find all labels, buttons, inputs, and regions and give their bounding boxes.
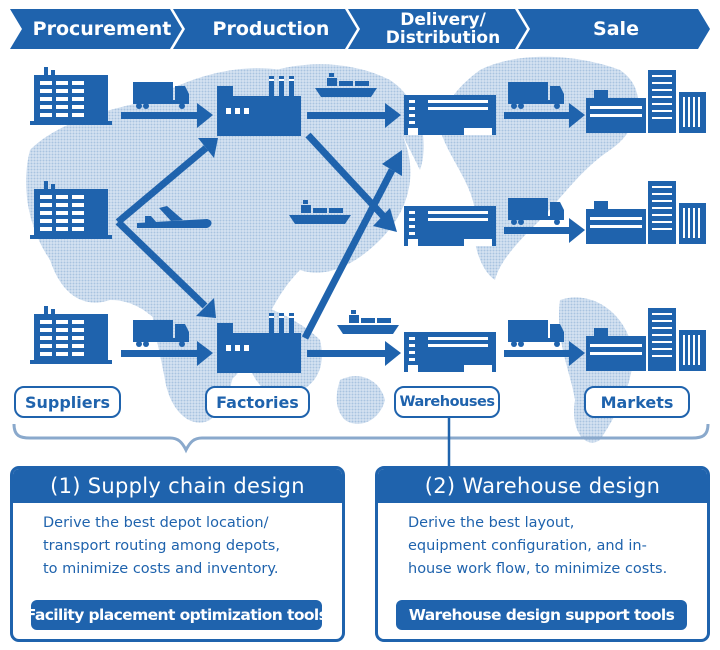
arrow-right-icon (307, 341, 401, 366)
panel-warehouse-design: (2) Warehouse design Derive the best lay… (375, 466, 710, 642)
factory-icon (217, 76, 301, 136)
panel-description: Derive the best layout, equipment config… (378, 503, 707, 581)
panel-description-line: equipment configuration, and in- (408, 538, 647, 554)
node-label-markets: Markets (584, 386, 690, 418)
stage-delivery-distribution: Delivery/ Distribution (360, 9, 526, 49)
truck-icon (508, 320, 564, 347)
stage-delivery-line2: Distribution (385, 28, 501, 48)
arrow-right-icon (504, 341, 585, 366)
panel-title: (1) Supply chain design (13, 469, 342, 503)
scope-brace (12, 423, 710, 454)
truck-icon (508, 198, 564, 225)
ship-icon (315, 73, 377, 97)
market-buildings-icon (586, 308, 706, 371)
panel-supply-chain-design: (1) Supply chain design Derive the best … (10, 466, 345, 642)
flow-arrows (115, 103, 585, 366)
airplane-icon (137, 206, 212, 228)
arrow-diagonal-up (115, 145, 209, 225)
arrow-right-icon (504, 218, 585, 243)
arrow-right-icon (504, 103, 585, 128)
truck-icon (508, 82, 564, 109)
warehouse-icon (404, 206, 496, 246)
stage-production: Production (212, 18, 330, 40)
panel-description-line: transport routing among depots, (43, 538, 280, 554)
arrow-right-icon (121, 103, 213, 128)
stage-sale-chevron (518, 9, 710, 49)
stage-production-chevron (173, 9, 357, 49)
supplier-building-icon (30, 306, 112, 364)
stage-delivery-chevron (348, 9, 527, 49)
ship-icon (289, 200, 351, 224)
node-label-factories: Factories (205, 386, 310, 418)
market-buildings-icon (586, 70, 706, 133)
panel-title: (2) Warehouse design (378, 469, 707, 503)
ship-icon (337, 310, 399, 334)
stage-procurement: Procurement (32, 18, 172, 40)
warehouse-icon (404, 332, 496, 372)
node-label-suppliers: Suppliers (14, 386, 121, 418)
stage-procurement-chevron (10, 9, 182, 49)
arrow-diagonal-down (115, 219, 208, 309)
factory-icon (217, 313, 301, 373)
warehouse-design-tools-button[interactable]: Warehouse design support tools (396, 600, 687, 630)
market-buildings-icon (586, 181, 706, 244)
stage-delivery-line1: Delivery/ (400, 10, 486, 30)
panel-description-line: Derive the best layout, (408, 515, 575, 531)
supplier-building-icon (30, 67, 112, 125)
supplier-building-icon (30, 181, 112, 239)
arrow-right-icon (121, 341, 213, 366)
panel-description: Derive the best depot location/ transpor… (13, 503, 342, 581)
stage-chevrons (10, 9, 710, 49)
arrow-factory-up-warehouse (301, 168, 396, 340)
facility-placement-tools-button[interactable]: Facility placement optimization tools (26, 600, 328, 630)
warehouse-icon (404, 95, 496, 135)
stage-sale: Sale (593, 18, 639, 40)
node-label-warehouses: Warehouses (394, 386, 500, 418)
arrow-right-icon (307, 103, 401, 128)
panel-description-line: Derive the best depot location/ (43, 515, 269, 531)
panel-description-line: house work flow, to minimize costs. (408, 561, 668, 577)
truck-icon (133, 320, 189, 347)
truck-icon (133, 82, 189, 109)
panel-description-line: to minimize costs and inventory. (43, 561, 279, 577)
